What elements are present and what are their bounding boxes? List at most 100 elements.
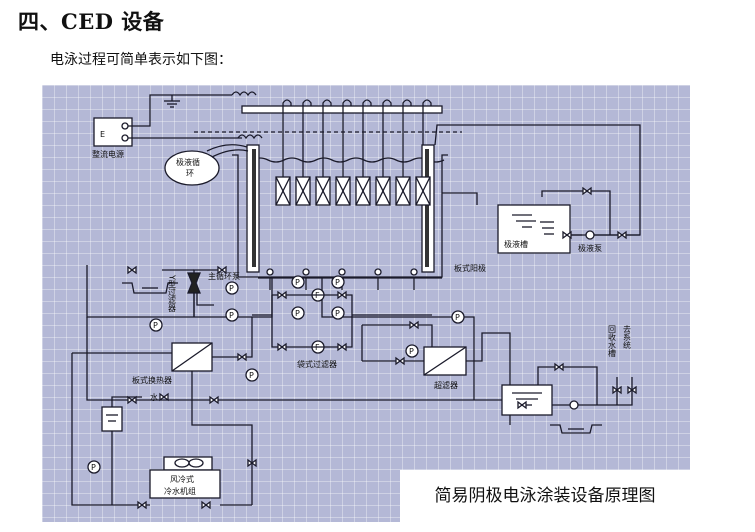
- hanger-hook: [342, 99, 352, 205]
- rectifier-power-supply: E 整流电源: [92, 117, 133, 159]
- nozzle-icon: [374, 268, 382, 276]
- valve-icon: [409, 320, 416, 330]
- anolyte-tank: 极液槽: [497, 204, 571, 254]
- valve-icon: [277, 342, 284, 352]
- diagram-canvas: E 整流电源 极液循 环 板式阳极 极液槽: [71, 91, 641, 510]
- workpiece: [315, 176, 331, 206]
- uf-pump-icon: [569, 400, 579, 410]
- pressure-gauge-icon: P: [405, 344, 419, 358]
- hanger-rail: [241, 105, 443, 114]
- hanger-hook: [382, 99, 392, 205]
- pressure-gauge-icon: P: [331, 306, 345, 320]
- anolyte-pump-icon: [585, 230, 595, 240]
- drain-pit-icon: [122, 282, 178, 294]
- pressure-gauge-icon: P: [87, 460, 101, 474]
- pressure-gauge-icon: P: [245, 368, 259, 382]
- hanger-hook: [422, 99, 432, 205]
- svg-text:P: P: [455, 313, 460, 322]
- svg-text:P: P: [409, 347, 414, 356]
- section-heading: 四、CED 设备: [18, 9, 165, 34]
- valve-icon: [627, 385, 634, 395]
- svg-text:P: P: [295, 309, 300, 318]
- valve-icon: [277, 290, 284, 300]
- pressure-gauge-icon: P: [291, 275, 305, 289]
- pressure-gauge-icon: P: [331, 275, 345, 289]
- ultrafiltrate-tank: [501, 384, 553, 416]
- valve-icon: [517, 400, 524, 410]
- hanger-hook: [282, 99, 292, 205]
- plate-anode-label: 板式阳极: [454, 263, 486, 273]
- anolyte-circulation: 极液循 环: [164, 144, 249, 186]
- recovery-outlet-1-label: 回收水槽: [608, 325, 617, 358]
- hanger-hook: [402, 99, 412, 205]
- svg-text:P: P: [295, 278, 300, 287]
- y-filter: Y型过滤器: [168, 272, 201, 313]
- valve-icon: [217, 265, 224, 275]
- pressure-gauges: P P P P P P P P P P P: [87, 275, 465, 474]
- valve-icon: [137, 500, 144, 510]
- anolyte-circulation-label-2: 环: [186, 169, 194, 178]
- workpiece: [395, 176, 411, 206]
- valve-icon: [201, 500, 208, 510]
- workpiece: [275, 176, 291, 206]
- diagram-caption: 简易阴极电泳涂装设备原理图: [434, 486, 656, 506]
- tank-nozzles: [266, 268, 418, 290]
- caption-box: 简易阴极电泳涂装设备原理图: [400, 470, 690, 522]
- ced-equipment-diagram: E 整流电源 极液循 环 板式阳极 极液槽: [42, 85, 690, 522]
- water-make-up-tank: [101, 406, 123, 432]
- svg-text:P: P: [153, 321, 158, 330]
- ground-icon: [164, 95, 180, 108]
- workpiece: [415, 176, 431, 206]
- anolyte-pump-label: 极液泵: [578, 243, 602, 253]
- flow-meters: FF: [311, 288, 325, 354]
- coil-wire-bottom: [237, 134, 263, 140]
- hanger-hook: [362, 99, 372, 205]
- svg-text:P: P: [229, 311, 234, 320]
- air-cooled-chiller: 风冷式 冷水机组: [149, 456, 221, 499]
- pressure-gauge-icon: P: [451, 310, 465, 324]
- y-filter-label: Y型过滤器: [168, 274, 177, 313]
- valve-icon: [127, 265, 134, 275]
- ultrafilter: 超滤器: [423, 346, 467, 390]
- workpiece: [335, 176, 351, 206]
- valve-icon: [159, 392, 166, 402]
- chiller-label-2: 冷水机组: [164, 486, 196, 496]
- valve-icon: [209, 395, 216, 405]
- nozzle-icon: [338, 268, 346, 276]
- hanger-hook: [322, 99, 332, 205]
- power-supply-letter: E: [100, 130, 105, 139]
- nozzle-icon: [410, 268, 418, 276]
- liquid-surface: [251, 157, 445, 163]
- positive-wire: [128, 94, 232, 127]
- valve-icon: [337, 290, 344, 300]
- svg-text:P: P: [91, 463, 96, 472]
- valve-icon: [554, 362, 561, 372]
- chiller-label-1: 风冷式: [170, 474, 194, 484]
- hanger-hook: [302, 99, 312, 205]
- workpiece: [355, 176, 371, 206]
- heat-exchanger-label: 板式换热器: [132, 375, 172, 385]
- power-supply-label: 整流电源: [92, 149, 124, 159]
- water-label: 水: [150, 392, 158, 402]
- valve-icon: [127, 395, 134, 405]
- pressure-gauge-icon: P: [291, 306, 305, 320]
- valve-icon: [237, 352, 244, 362]
- workpiece: [295, 176, 311, 206]
- valve-icon: [562, 230, 569, 240]
- valve-icon: [395, 356, 402, 366]
- coil-wire-top: [231, 91, 257, 97]
- anolyte-tank-label: 极液槽: [504, 239, 528, 249]
- valve-icon: [247, 458, 254, 468]
- pressure-gauge-icon: P: [225, 281, 239, 295]
- hangers: [282, 99, 432, 205]
- svg-text:P: P: [229, 284, 234, 293]
- valve-icon: [617, 230, 624, 240]
- bag-filter-label: 袋式过滤器: [297, 359, 337, 369]
- pressure-gauge-icon: P: [225, 308, 239, 322]
- workpiece: [375, 176, 391, 206]
- valve-icon: [337, 342, 344, 352]
- ultrafilter-label: 超滤器: [434, 380, 458, 390]
- pressure-gauge-icon: P: [149, 318, 163, 332]
- valve-icon: [582, 186, 589, 196]
- anolyte-circulation-label-1: 极液循: [176, 157, 200, 167]
